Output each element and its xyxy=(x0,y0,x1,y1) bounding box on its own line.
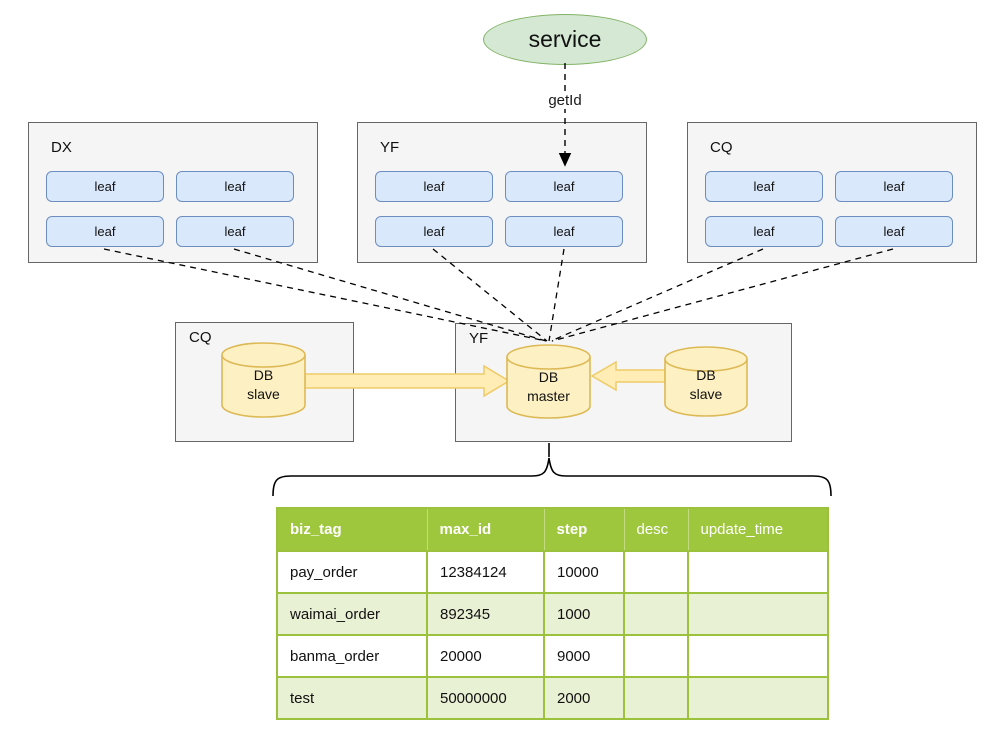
cell-step: 2000 xyxy=(543,676,625,720)
table-row: waimai_order 892345 1000 xyxy=(276,592,829,636)
cell-biz-tag: waimai_order xyxy=(276,592,428,636)
col-max-id: max_id xyxy=(427,507,545,552)
col-biz-tag: biz_tag xyxy=(276,507,428,552)
leaf-node: leaf xyxy=(375,171,493,202)
leaf-node: leaf xyxy=(835,216,953,247)
db-slave-yf-label: DB slave xyxy=(689,367,723,402)
leaf-node: leaf xyxy=(176,171,294,202)
table-row: pay_order 12384124 10000 xyxy=(276,550,829,594)
table-row: banma_order 20000 9000 xyxy=(276,634,829,678)
col-step: step xyxy=(544,507,625,552)
cell-max-id: 50000000 xyxy=(426,676,545,720)
cluster-cq-label: CQ xyxy=(710,139,733,156)
service-label: service xyxy=(528,26,602,52)
cluster-dx-label: DX xyxy=(51,139,72,156)
leaf-node: leaf xyxy=(505,216,623,247)
cluster-cq: CQ leaf leaf leaf leaf xyxy=(687,122,977,263)
cell-biz-tag: pay_order xyxy=(276,550,428,594)
leaf-node: leaf xyxy=(46,171,164,202)
brace xyxy=(272,443,832,497)
leaf-node: leaf xyxy=(505,171,623,202)
cell-step: 9000 xyxy=(543,634,625,678)
service-node: service xyxy=(483,14,647,65)
getid-edge-label: getId xyxy=(538,92,592,109)
cluster-dx-leaves: leaf leaf leaf leaf xyxy=(46,171,300,247)
cell-update-time xyxy=(687,676,829,720)
leaf-node: leaf xyxy=(176,216,294,247)
leaf-node: leaf xyxy=(705,171,823,202)
cell-desc xyxy=(623,550,689,594)
table-header-row: biz_tag max_id step desc update_time xyxy=(276,507,829,552)
cell-update-time xyxy=(687,592,829,636)
cell-step: 1000 xyxy=(543,592,625,636)
cell-biz-tag: test xyxy=(276,676,428,720)
cell-desc xyxy=(623,592,689,636)
leaf-node: leaf xyxy=(705,216,823,247)
cell-step: 10000 xyxy=(543,550,625,594)
db-slave-cq-label: DB slave xyxy=(247,367,280,402)
col-update-time: update_time xyxy=(688,507,829,552)
db-region-cq-label: CQ xyxy=(189,329,212,346)
cluster-dx: DX leaf leaf leaf leaf xyxy=(28,122,318,263)
cell-max-id: 892345 xyxy=(426,592,545,636)
table-row: test 50000000 2000 xyxy=(276,676,829,720)
col-desc: desc xyxy=(624,507,689,552)
leaf-node: leaf xyxy=(375,216,493,247)
cell-desc xyxy=(623,634,689,678)
cluster-cq-leaves: leaf leaf leaf leaf xyxy=(705,171,959,247)
cluster-yf-leaves: leaf leaf leaf leaf xyxy=(375,171,629,247)
cell-max-id: 12384124 xyxy=(426,550,545,594)
leaf-node: leaf xyxy=(835,171,953,202)
cluster-yf-label: YF xyxy=(380,139,400,156)
cell-desc xyxy=(623,676,689,720)
cell-update-time xyxy=(687,550,829,594)
leaf-node: leaf xyxy=(46,216,164,247)
cell-biz-tag: banma_order xyxy=(276,634,428,678)
db-region-yf-label: YF xyxy=(469,330,489,347)
cluster-yf: YF leaf leaf leaf leaf xyxy=(357,122,647,263)
leaf-alloc-table: biz_tag max_id step desc update_time pay… xyxy=(276,507,829,720)
db-master-label: DB master xyxy=(527,369,570,404)
cell-max-id: 20000 xyxy=(426,634,545,678)
cell-update-time xyxy=(687,634,829,678)
